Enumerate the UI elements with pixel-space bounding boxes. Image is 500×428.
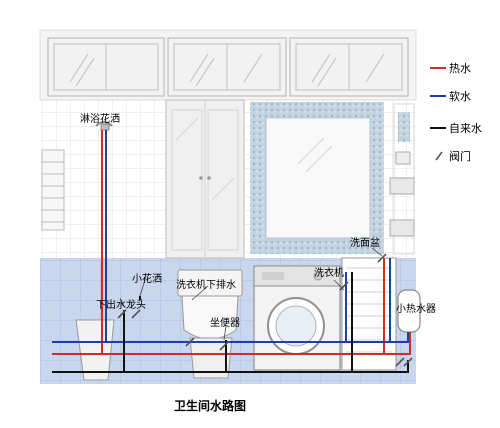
valve-icon xyxy=(395,357,405,367)
soft-pipe-main xyxy=(52,332,409,343)
towel-rack xyxy=(41,149,65,231)
upper-cabinets xyxy=(47,37,409,97)
legend-valve-icon xyxy=(435,151,443,161)
valve-icon xyxy=(117,309,127,319)
fixture-labels: 淋浴花洒 下出水龙头 小花洒 洗衣机下排水 坐便器 洗衣机 洗面盆 小热水器 xyxy=(80,112,436,329)
washing-machine xyxy=(253,265,341,371)
tall-cabinet xyxy=(165,99,245,259)
valve-icon xyxy=(339,281,349,291)
valve-icon xyxy=(131,309,141,319)
label-shower: 淋浴花洒 xyxy=(80,112,120,125)
valve-icon xyxy=(377,253,387,263)
legend-tap-label: 自来水 xyxy=(449,122,482,135)
label-basin: 洗面盆 xyxy=(350,236,380,249)
valve-icon xyxy=(185,337,195,347)
label-small-shower: 小花洒 xyxy=(132,272,162,285)
tap-pipe-main xyxy=(52,360,409,373)
legend-soft-label: 软水 xyxy=(449,89,471,103)
valve-icon xyxy=(403,357,413,367)
diagram-caption: 卫生间水路图 xyxy=(174,398,246,413)
legend-hot-label: 热水 xyxy=(449,62,471,75)
leader-lines xyxy=(119,247,383,341)
label-toilet: 坐便器 xyxy=(210,316,240,329)
legend: 热水 软水 自来水 阀门 xyxy=(430,62,482,163)
hot-pipe-main xyxy=(52,332,411,355)
mirror xyxy=(250,102,384,254)
legend-valve-label: 阀门 xyxy=(449,149,471,163)
label-washer: 洗衣机 xyxy=(314,266,344,279)
label-washer-drain: 洗衣机下排水 xyxy=(176,278,236,291)
pipe-network xyxy=(52,130,411,373)
valves xyxy=(117,253,413,367)
right-wall-fixtures xyxy=(389,103,415,255)
label-water-heater: 小热水器 xyxy=(396,302,436,315)
valve-icon xyxy=(219,341,229,351)
label-lower-faucet: 下出水龙头 xyxy=(96,298,146,311)
